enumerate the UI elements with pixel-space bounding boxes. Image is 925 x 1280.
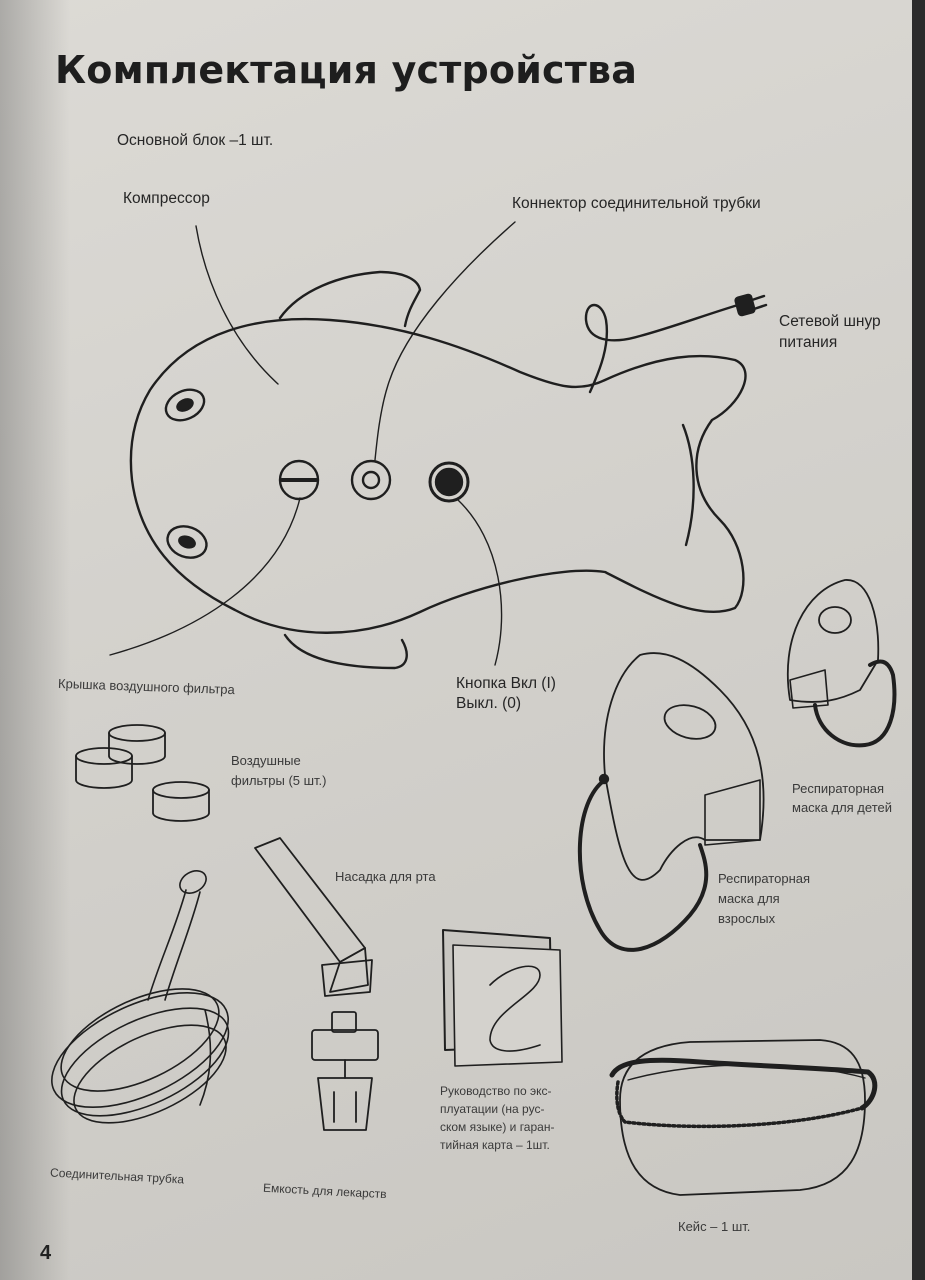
medicine-container-drawing <box>312 1012 378 1130</box>
connecting-tube-drawing <box>35 866 245 1143</box>
adult-mask-label-line1: Респираторная <box>718 871 811 886</box>
page-title: Комплектация устройства <box>55 48 638 92</box>
power-button-label-line2: Выкл. (0) <box>456 695 522 712</box>
adult-mask-label-line3: взрослых <box>718 911 776 926</box>
tube-connector-port <box>352 461 390 499</box>
fish-tail-line <box>683 425 694 545</box>
child-mask-drawing <box>788 580 895 745</box>
case-label: Кейс – 1 шт. <box>678 1219 751 1234</box>
power-cord-label-line2: питания <box>779 334 838 351</box>
manual-label-line2: плуатации (на рус- <box>440 1102 545 1116</box>
page-number: 4 <box>40 1242 52 1264</box>
power-cord-label-line1: Сетевой шнур <box>779 313 881 330</box>
manual-label-line3: ском языке) и гаран- <box>440 1120 555 1134</box>
air-filters-drawing <box>76 725 209 821</box>
fish-body-outline <box>131 319 746 633</box>
power-plug <box>735 294 755 316</box>
child-mask-label-line1: Респираторная <box>792 781 885 796</box>
power-cord <box>586 305 738 392</box>
manual-label-line4: тийная карта – 1шт. <box>440 1138 550 1152</box>
mouthpiece-drawing <box>255 838 372 996</box>
tube-connector-label: Коннектор соединительной трубки <box>512 195 761 212</box>
page-shadow <box>0 0 70 1280</box>
manual-drawing <box>443 930 562 1066</box>
adult-mask-drawing <box>580 653 764 950</box>
fish-top-fin <box>280 272 420 326</box>
case-drawing <box>612 1040 875 1195</box>
manual-label-line1: Руководство по экс- <box>440 1084 552 1098</box>
compressor-label: Компрессор <box>123 190 210 207</box>
child-mask-label-line2: маска для детей <box>792 800 892 815</box>
air-filters-label-line1: Воздушные <box>231 753 301 768</box>
adult-mask-label-line2: маска для <box>718 891 780 906</box>
power-button <box>430 463 468 501</box>
power-button-label-line1: Кнопка Вкл (I) <box>456 675 556 692</box>
air-filters-label-line2: фильтры (5 шт.) <box>231 773 327 788</box>
fish-eye-bottom <box>163 521 211 563</box>
fish-eye-top <box>161 384 209 426</box>
fish-bottom-fin <box>285 635 407 668</box>
main-unit-label: Основной блок –1 шт. <box>117 132 274 149</box>
mouthpiece-label: Насадка для рта <box>335 869 436 884</box>
